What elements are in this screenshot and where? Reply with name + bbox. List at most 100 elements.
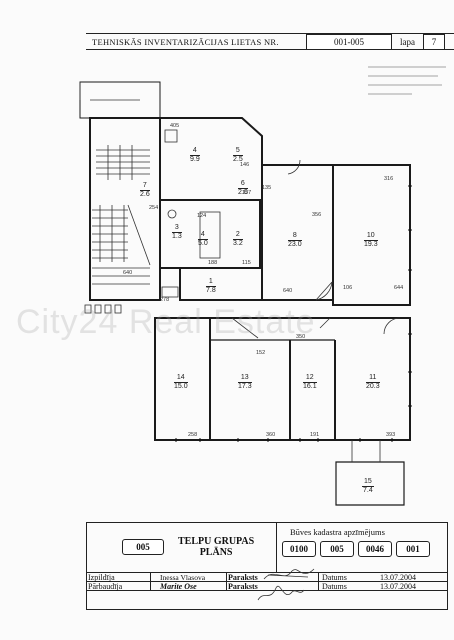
row1-name: Inessa Vlasova [160,573,206,582]
row2-date-label: Datums [322,582,347,591]
door-line-5 [319,317,331,329]
dimension-label: 640 [283,288,293,294]
page-number: 7 [431,37,437,47]
group-number-box: 005 [122,539,164,555]
cadastre-part-3: 0046 [358,541,392,557]
title-block-row-line [86,590,448,591]
signature-2 [257,585,305,601]
group-number: 005 [136,542,150,552]
entrance-stair [79,82,140,101]
dimension-label: 316 [384,176,394,182]
dimension-label: 188 [208,260,218,266]
dimension-label: 106 [343,285,353,291]
dimension-label: 278 [160,297,170,303]
dimension-label: 350 [296,334,306,340]
title-block-divider [276,522,277,572]
title-block-row-line [86,581,448,582]
dimension-label: 191 [310,432,320,438]
signature-1 [263,568,315,580]
meter-box [161,286,179,298]
dimension-label: 640 [123,270,133,276]
cadastre-part-text: 001 [406,544,420,554]
window-marker-1 [84,304,92,314]
window-marker-4 [114,304,122,314]
row2-name: Marite Ose [160,582,197,591]
window-marker-2 [94,304,102,314]
door-line-4 [231,317,259,339]
dimension-label: 356 [312,212,322,218]
page-label: lapa [400,37,415,47]
plan-title-line2: PLĀNS [199,547,233,558]
cadastre-part-2: 005 [320,541,354,557]
wall-room-10 [332,164,411,306]
step-column [92,267,150,285]
row1-sign-label: Paraksts [228,573,258,582]
dimension-label: 405 [170,123,180,129]
dimension-label: 393 [386,432,396,438]
dimension-label: 360 [266,432,276,438]
wall-balcony [335,461,405,506]
window-marker-3 [104,304,112,314]
wall-hall [179,267,263,301]
door-arc-2 [315,281,333,301]
title-block-col-line [150,572,151,590]
header-title: TEHNISKĀS INVENTARIZĀCIJAS LIETAS NR. [92,37,279,47]
plan-title: TELPU GRUPAS PLĀNS [178,536,254,558]
case-number-box: 001-005 [306,34,392,50]
balcony-link [351,440,381,462]
dimension-label: 157 [242,190,252,196]
cadastre-caption: Būves kadastra apzīmējums [290,527,385,537]
title-block-col-line [318,572,319,590]
title-block [86,522,448,610]
cadastre-part-text: 005 [330,544,344,554]
sink-fixture [164,129,178,143]
row2-date: 13.07.2004 [380,582,416,591]
page-number-box: 7 [423,34,445,50]
staircase-rail [127,204,151,266]
title-block-col-line [226,572,227,590]
cadastre-part-1: 0100 [282,541,316,557]
cadastre-part-text: 0046 [366,544,384,554]
dimension-label: 644 [394,285,404,291]
row2-role: Pārbaudīja [88,582,123,591]
title-block-row-line [86,572,448,573]
plan-title-line1: TELPU GRUPAS [178,536,255,547]
dimension-label: 115 [242,260,251,266]
staircase-upper [96,145,150,180]
cadastre-part-text: 0100 [290,544,308,554]
row1-role: Izpildīja [88,573,115,582]
dimension-label: 135 [262,185,272,191]
row2-sign-label: Paraksts [228,582,258,591]
door-arc-1 [287,159,301,175]
window-ticks [175,185,412,442]
faded-stamp [368,66,446,102]
row1-date: 13.07.2004 [380,573,416,582]
dimension-label: 146 [240,162,250,168]
header-bottom-rule [86,49,454,50]
cadastre-part-4: 001 [396,541,430,557]
toilet-fixture [167,209,177,219]
dimension-label: 254 [149,205,159,211]
header-top-rule [86,33,454,34]
dimension-label: 152 [256,350,266,356]
door-arc-3 [383,317,401,335]
dimension-label: 124 [197,213,207,219]
watermark: City24 Real Estate [16,303,316,341]
wall-lower-block [154,317,411,441]
staircase-lower [92,205,128,262]
